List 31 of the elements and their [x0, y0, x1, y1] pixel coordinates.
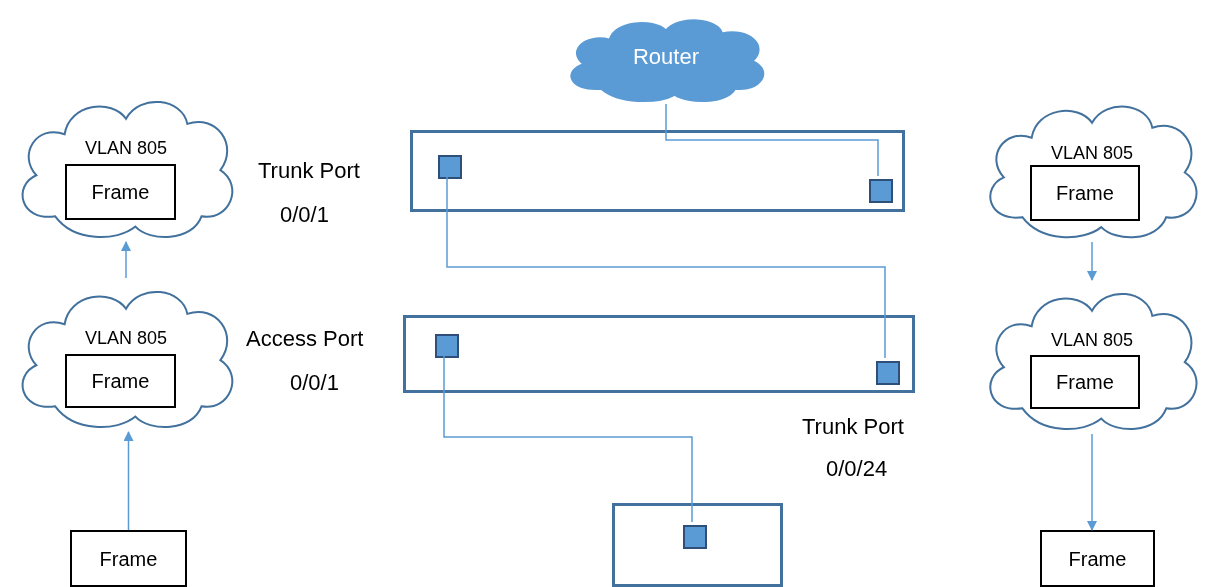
frame-label: Frame: [1068, 546, 1127, 572]
arrow: [1087, 433, 1097, 531]
frame-box: [70, 530, 187, 587]
vlan-label: VLAN 805: [83, 137, 169, 160]
frame-label: Frame: [1056, 370, 1114, 395]
switch-box: [403, 315, 915, 393]
port-square: [683, 525, 707, 549]
arrow: [123, 431, 134, 531]
frame-box: [1030, 165, 1140, 221]
frame-label: Frame: [91, 180, 150, 205]
frame-label: Frame: [99, 546, 158, 572]
vlan-label: VLAN 805: [83, 327, 169, 350]
port-square: [869, 179, 893, 203]
vlan-label: VLAN 805: [1049, 329, 1135, 352]
frame-box: [1040, 530, 1155, 587]
arrow: [1087, 241, 1097, 281]
frame-label: Frame: [91, 369, 150, 394]
connector-line: [446, 175, 886, 359]
connector-line: [665, 103, 879, 177]
port-square: [438, 155, 462, 179]
frame-box: [1030, 355, 1140, 409]
switch-box: [410, 130, 905, 212]
port-square: [876, 361, 900, 385]
router-label: Router: [631, 43, 700, 71]
switch-box: [612, 503, 783, 587]
frame-box: [65, 164, 176, 220]
connector-line: [443, 354, 693, 523]
vlan-label: VLAN 805: [1049, 142, 1135, 165]
frame-label: Frame: [1056, 181, 1114, 206]
port-square: [435, 334, 459, 358]
frame-box: [65, 354, 176, 408]
